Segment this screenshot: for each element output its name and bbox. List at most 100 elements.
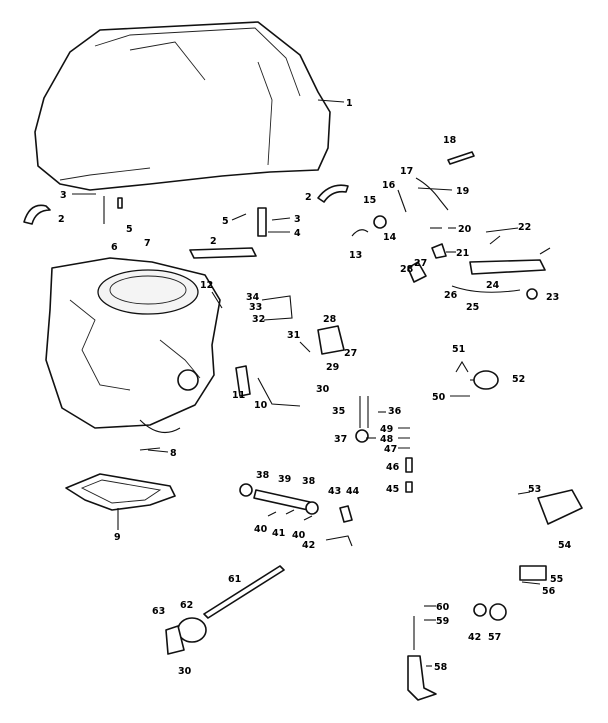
rod-18 (447, 151, 475, 165)
knob-57 (489, 603, 507, 621)
callout-60: 60 (436, 602, 450, 613)
handle-63 (165, 625, 185, 655)
screws-40-41 (267, 509, 313, 521)
nut-23 (526, 288, 538, 300)
link-16 (397, 189, 407, 213)
callout-40a: 40 (254, 524, 268, 535)
callout-33: 33 (249, 302, 262, 313)
bolt-38-39 (253, 489, 311, 511)
callout-18: 18 (443, 135, 457, 146)
bracket-42a (325, 535, 353, 547)
lever-31 (299, 341, 311, 353)
callout-46: 46 (386, 462, 400, 473)
rod-61 (203, 565, 285, 619)
bracket-28-27 (407, 261, 427, 283)
callout-3b: 3 (294, 214, 301, 225)
callout-6: 6 (111, 242, 118, 253)
cover-seal-upper-right (317, 184, 349, 203)
lever-13-14 (351, 229, 369, 237)
callout-2a: 2 (58, 214, 65, 225)
screw-51 (455, 360, 469, 373)
clips-43-44 (339, 505, 353, 523)
callout-25: 25 (466, 302, 479, 313)
callout-12: 12 (200, 280, 213, 291)
callout-27b: 27 (344, 348, 357, 359)
lever-29 (317, 325, 345, 355)
screw-5a (117, 197, 123, 209)
callout-9: 9 (114, 532, 121, 543)
clip-21 (431, 243, 447, 259)
washers-47-49 (398, 427, 410, 449)
callout-34: 34 (246, 292, 260, 303)
lever-58 (407, 655, 437, 701)
bracket-32-34 (261, 295, 293, 321)
callout-2b: 2 (305, 192, 312, 203)
callout-5b: 5 (222, 216, 229, 227)
callout-16: 16 (382, 180, 396, 191)
callout-37: 37 (334, 434, 347, 445)
callout-22: 22 (518, 222, 531, 233)
spring-17-19 (415, 177, 449, 211)
spring-56 (521, 581, 541, 585)
callout-39: 39 (278, 474, 291, 485)
callout-36: 36 (388, 406, 402, 417)
callout-40b: 40 (292, 530, 306, 541)
callout-7: 7 (144, 238, 151, 249)
callout-63: 63 (152, 606, 165, 617)
callout-19: 19 (456, 186, 469, 197)
callout-56: 56 (542, 586, 556, 597)
callout-43: 43 (328, 486, 341, 497)
callout-28b: 28 (323, 314, 337, 325)
bracket-3-4 (257, 207, 267, 237)
cover-seal-lower (189, 247, 257, 259)
knob-52 (473, 370, 499, 390)
handle-53 (537, 489, 583, 525)
rod-35-36 (359, 396, 369, 428)
knob-15 (373, 215, 387, 229)
callout-3a: 3 (60, 190, 67, 201)
screw-5b (231, 213, 247, 221)
callout-30a: 30 (316, 384, 330, 395)
callout-62: 62 (180, 600, 193, 611)
screw-12 (211, 291, 223, 309)
callout-2c: 2 (210, 236, 217, 247)
callout-29: 29 (326, 362, 339, 373)
callout-57: 57 (488, 632, 501, 643)
callout-1: 1 (346, 98, 353, 109)
callout-51: 51 (452, 344, 465, 355)
callout-10: 10 (254, 400, 268, 411)
pin-46 (405, 457, 413, 473)
knob-62 (177, 617, 207, 643)
callout-13: 13 (349, 250, 362, 261)
callout-15: 15 (363, 195, 376, 206)
callout-14: 14 (383, 232, 397, 243)
spring-8 (139, 447, 161, 451)
pin-54-55 (519, 565, 547, 581)
callout-49: 49 (380, 424, 393, 435)
carburetor-assembly (45, 257, 221, 434)
callout-17: 17 (400, 166, 413, 177)
rod-11 (235, 365, 251, 397)
callout-32: 32 (252, 314, 265, 325)
callout-31: 31 (287, 330, 300, 341)
callout-21: 21 (456, 248, 469, 259)
intake-gasket-inner (80, 479, 162, 504)
callout-26: 26 (444, 290, 458, 301)
callout-58: 58 (434, 662, 448, 673)
callout-42a: 42 (302, 540, 315, 551)
callout-54: 54 (558, 540, 572, 551)
screw-45 (405, 481, 413, 493)
cover-seal-left (23, 204, 51, 225)
callout-5a: 5 (126, 224, 133, 235)
rod-10 (257, 377, 301, 407)
callout-38b: 38 (302, 476, 316, 487)
screws-22 (489, 235, 551, 255)
callout-48: 48 (380, 434, 394, 445)
callout-42b: 42 (468, 632, 481, 643)
callout-35: 35 (332, 406, 345, 417)
callout-11: 11 (232, 390, 245, 401)
callout-59: 59 (436, 616, 449, 627)
bushing-37 (355, 429, 369, 443)
callout-4: 4 (294, 228, 301, 239)
